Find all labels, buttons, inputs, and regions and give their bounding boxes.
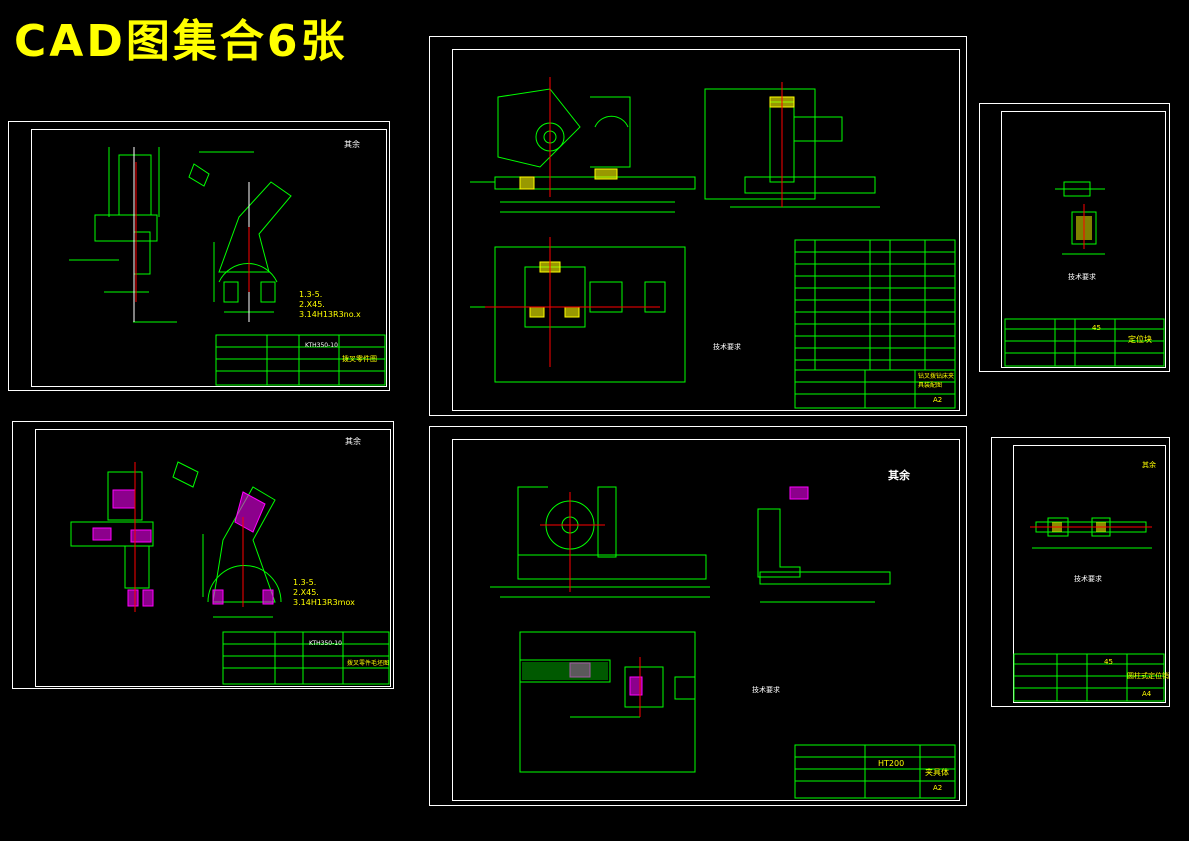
sheet-3-part-name: 钻叉拨钻床夹具装配图 bbox=[918, 373, 955, 389]
sheet-5-border bbox=[452, 439, 960, 801]
sheet-5-part-name: 夹具体 bbox=[925, 768, 949, 777]
sheet-2-note-1: 1.3-5. bbox=[293, 578, 316, 587]
drawing-sheet-3[interactable]: 技术要求 钻叉拨钻床夹具装配图 A2 bbox=[429, 36, 967, 416]
sheet-2-note-2: 2.X45. bbox=[293, 588, 319, 597]
sheet-4-drawing bbox=[1004, 181, 1165, 367]
sheet-2-roughness: 其余 bbox=[345, 437, 361, 446]
sheet-1-model: KTH350-10 bbox=[305, 342, 338, 349]
sheet-6-material: 45 bbox=[1104, 658, 1113, 666]
sheet-2-note-3: 3.14H13R3mox bbox=[293, 598, 355, 607]
sheet-4-border bbox=[1001, 111, 1166, 368]
sheet-1-note-2-num: 2. bbox=[299, 300, 307, 309]
sheet-1-part-name: 拨叉零件图 bbox=[342, 355, 377, 363]
sheet-2-border bbox=[35, 429, 391, 687]
sheet-6-size: A4 bbox=[1142, 690, 1152, 698]
sheet-5-material: HT200 bbox=[878, 759, 905, 768]
drawing-sheet-4[interactable]: 技术要求 45 定位块 bbox=[979, 103, 1170, 372]
drawing-sheet-1[interactable]: 其余 1.3-5. 2.X45. 3.14H13R3no.x KTH350-10… bbox=[8, 121, 390, 391]
sheet-2-model: KTH350-10 bbox=[309, 640, 342, 647]
sheet-2-note-1-val: 3-5. bbox=[300, 578, 317, 587]
sheet-1-note-3-val: R3no.x bbox=[333, 310, 361, 319]
sheet-1-note-2-val: X45. bbox=[306, 300, 325, 309]
sheet-6-tech-title: 技术要求 bbox=[1074, 575, 1102, 583]
sheet-1-border bbox=[31, 129, 387, 387]
sheet-6-drawing bbox=[1013, 517, 1165, 702]
sheet-4-tech-title: 技术要求 bbox=[1068, 273, 1096, 281]
sheet-1-note-3-num: 3.14H13 bbox=[299, 310, 334, 319]
sheet-1-note-3: 3.14H13R3no.x bbox=[299, 310, 361, 319]
sheet-5-tech-title: 技术要求 bbox=[752, 686, 780, 694]
sheet-2-note-3-num: 3.14H13 bbox=[293, 598, 328, 607]
sheet-1-note-1-val: 3-5. bbox=[306, 290, 323, 299]
sheet-1-note-2: 2.X45. bbox=[299, 300, 325, 309]
sheet-2-drawing bbox=[70, 461, 390, 685]
sheet-1-roughness: 其余 bbox=[344, 140, 360, 149]
sheet-2-note-2-val: X45. bbox=[300, 588, 319, 597]
sheet-4-part-name: 定位块 bbox=[1128, 335, 1152, 344]
sheet-2-part-name: 拨叉零件毛坯图 bbox=[347, 660, 390, 667]
sheet-3-border bbox=[452, 49, 960, 411]
sheet-1-note-1-num: 1. bbox=[299, 290, 307, 299]
collection-title: CAD图集合6张 bbox=[14, 16, 348, 67]
sheet-4-material: 45 bbox=[1092, 324, 1101, 332]
sheet-3-size: A2 bbox=[933, 396, 943, 404]
sheet-2-note-1-num: 1. bbox=[293, 578, 301, 587]
drawing-sheet-6[interactable]: 其余 技术要求 45 圆柱式定位销 A4 bbox=[991, 437, 1170, 707]
sheet-2-note-2-num: 2. bbox=[293, 588, 301, 597]
sheet-2-note-3-val: R3mox bbox=[327, 598, 355, 607]
sheet-6-part-name: 圆柱式定位销 bbox=[1127, 672, 1169, 680]
sheet-5-size: A2 bbox=[933, 784, 943, 792]
sheet-3-tech-title: 技术要求 bbox=[713, 343, 741, 351]
sheet-5-drawing bbox=[490, 486, 956, 799]
sheet-6-roughness: 其余 bbox=[1142, 461, 1156, 469]
sheet-3-drawing bbox=[470, 77, 956, 409]
sheet-1-note-1: 1.3-5. bbox=[299, 290, 322, 299]
drawing-sheet-5[interactable]: 其余 技术要求 HT200 夹具体 A2 bbox=[429, 426, 967, 806]
sheet-6-border bbox=[1013, 445, 1166, 703]
drawing-sheet-2[interactable]: 其余 1.3-5. 2.X45. 3.14H13R3mox KTH350-10 … bbox=[12, 421, 394, 689]
sheet-5-roughness: 其余 bbox=[888, 469, 910, 482]
sheet-1-drawing bbox=[69, 147, 386, 386]
